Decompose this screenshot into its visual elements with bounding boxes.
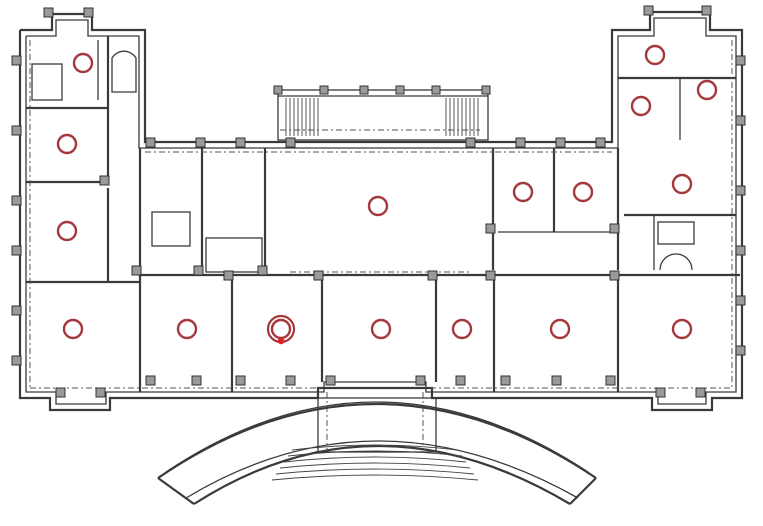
current-location-dot [277,337,285,345]
room-marker-ring [176,318,198,340]
room-marker-ring [270,318,292,340]
room-marker-ring [549,318,571,340]
room-marker-west-upper-room[interactable] [56,133,78,155]
room-marker-north-center-east-b[interactable] [572,181,594,203]
room-marker-n-e-corner-room[interactable] [644,44,666,66]
room-marker-south-room-6[interactable] [549,318,571,340]
room-marker-ring [370,318,392,340]
room-marker-ring [56,220,78,242]
wall-piers [11,5,746,398]
room-marker-n-w-corner-room[interactable] [72,52,94,74]
room-marker-ring [451,318,473,340]
dash-lines [29,40,733,450]
room-marker-east-upper-room[interactable] [671,173,693,195]
room-marker-ring [630,95,652,117]
room-marker-ring [512,181,534,203]
room-marker-ring [56,133,78,155]
room-marker-ring [62,318,84,340]
room-marker-south-east-corner-room[interactable] [671,318,693,340]
room-marker-north-great-hall[interactable] [367,195,389,217]
south-terrace [157,397,597,505]
room-marker-south-room-2[interactable] [176,318,198,340]
room-markers [56,44,718,345]
room-marker-west-middle-room[interactable] [56,220,78,242]
room-marker-north-center-east-a[interactable] [512,181,534,203]
room-marker-ring [696,79,718,101]
room-marker-south-west-corner-room[interactable] [62,318,84,340]
room-marker-ring [644,44,666,66]
room-marker-ring [72,52,94,74]
room-marker-ring [671,318,693,340]
building-outline [18,10,744,412]
north-portico [273,85,491,141]
room-marker-n-e-small-room-a[interactable] [630,95,652,117]
room-marker-ring [671,173,693,195]
room-marker-n-e-small-room-b[interactable] [696,79,718,101]
room-marker-ring [572,181,594,203]
room-marker-south-room-5[interactable] [451,318,473,340]
room-marker-ring [367,195,389,217]
room-marker-south-room-3-current[interactable] [266,314,296,345]
room-marker-south-central-salon[interactable] [370,318,392,340]
